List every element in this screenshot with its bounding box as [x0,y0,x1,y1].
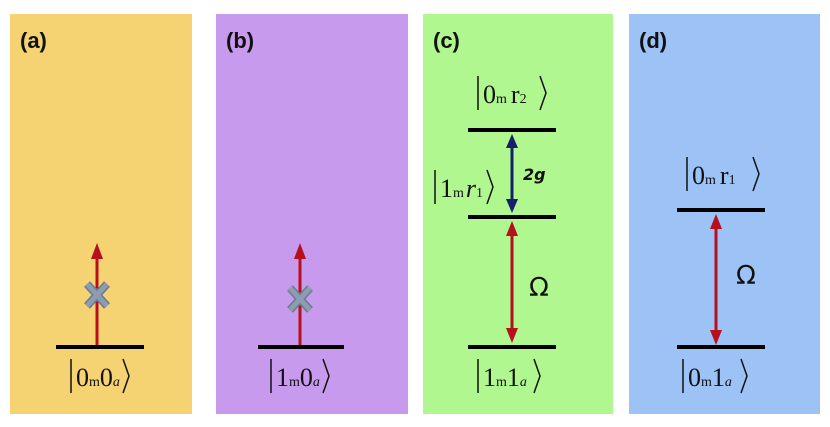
coupling-label-omega: Ω [529,273,549,303]
diagram-a: 0m0a [56,243,144,394]
ket-label-middle: 1mr1 [434,169,494,205]
coupling-arrow-omega [710,214,722,345]
svg-text:1m1a: 1m1a [483,363,527,392]
cross-icon [84,281,110,309]
cross-icon [287,285,313,313]
coupling-label-omega: Ω [736,261,756,291]
ket-label-bottom: 1m1a [477,358,541,394]
svg-text:0m0a: 0m0a [76,363,120,392]
panel-a: (a) 0m0a [10,14,192,414]
panel-b: (b) 1m0a [216,14,408,414]
arrow-head [91,243,103,259]
panel-label: (a) [20,28,47,53]
coupling-label-2g: 2g [523,165,546,184]
panel-label: (c) [433,28,460,53]
svg-text:1m0a: 1m0a [276,363,320,392]
coupling-arrow-omega [506,221,518,343]
ket-label-bottom: 0m1a [682,358,748,394]
ket-label: 1m0a [270,358,330,394]
svg-text:1mr1: 1mr1 [440,174,483,203]
svg-text:0m1a: 0m1a [688,363,732,392]
ket-label: 0m0a [70,358,130,394]
arrow-head [294,243,306,259]
coupling-arrow-2g [506,134,518,213]
diagram-b: 1m0a [258,243,344,394]
panel-label: (d) [639,28,668,53]
panel-label: (b) [226,28,255,53]
